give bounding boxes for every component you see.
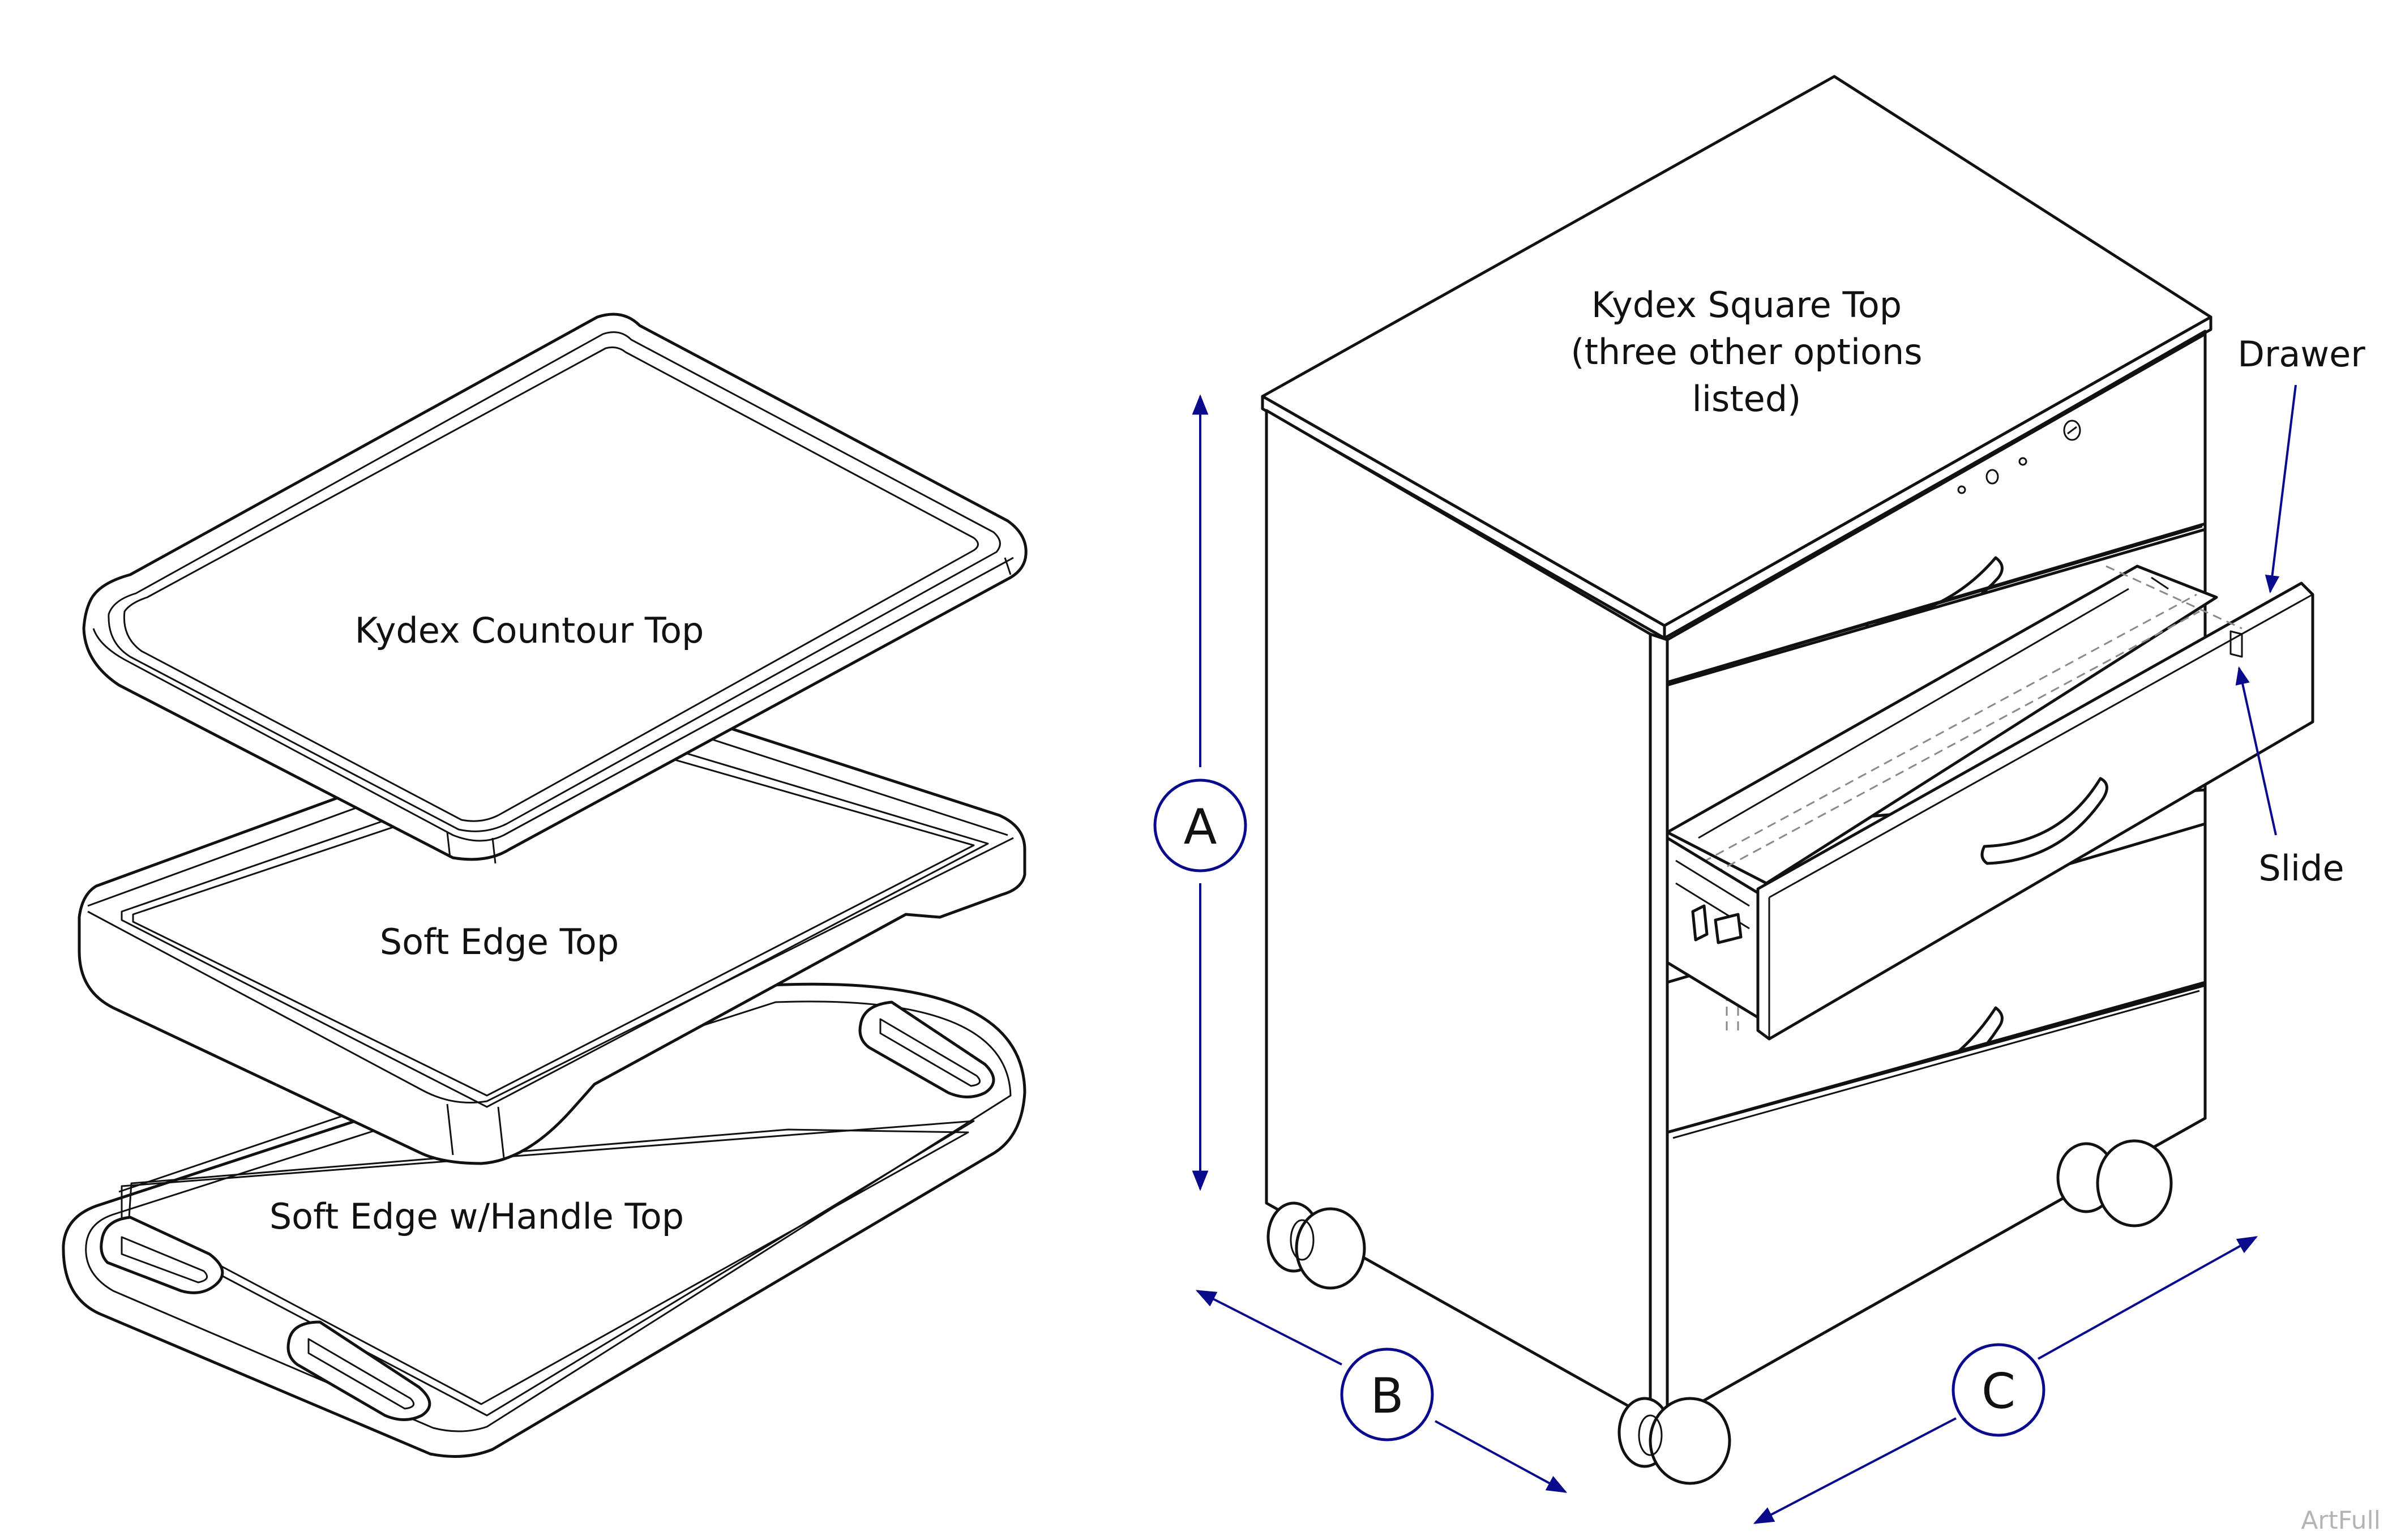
soft-edge-handle-top-label: Soft Edge w/Handle Top (269, 1196, 684, 1237)
soft-edge-top-label: Soft Edge Top (380, 921, 619, 962)
top-drawer (1666, 332, 2207, 684)
drawer-label: Drawer (2237, 333, 2365, 375)
caster-front-left (1617, 1397, 1731, 1485)
watermark: ArtFull (2301, 1506, 2381, 1535)
dimension-a: A (1153, 394, 1247, 1191)
slide-label: Slide (2258, 848, 2344, 889)
dimension-b: B (1195, 1290, 1568, 1493)
caster-back-left (1266, 1201, 1366, 1290)
soft-edge-top (78, 692, 1026, 1165)
dimension-b-label: B (1371, 1368, 1404, 1424)
open-drawer-front (1756, 581, 2314, 1041)
handle-slot-middle (286, 1320, 431, 1421)
slide-leader (2235, 666, 2277, 836)
handle-slot-right (858, 1000, 995, 1098)
square-top-label-line1: Kydex Square Top (1591, 284, 1902, 326)
open-drawer (1666, 564, 2314, 1041)
drawer-leader (2265, 384, 2297, 594)
contour-top-label: Kydex Countour Top (355, 610, 704, 651)
caster-back-right (2056, 1139, 2173, 1227)
square-top-label-line3: listed) (1692, 378, 1801, 420)
dimension-c: C (1753, 1236, 2258, 1524)
soft-edge-handle-top (62, 970, 1026, 1458)
dimension-a-label: A (1184, 799, 1217, 855)
bottom-file-drawer (1666, 983, 2207, 1423)
handle-slot-left (100, 1216, 224, 1294)
dimension-c-label: C (1982, 1363, 2015, 1420)
mobile-cabinet (1261, 75, 2314, 1485)
square-top-label-line2: (three other options (1570, 331, 1922, 373)
kydex-contour-top (82, 313, 1028, 864)
